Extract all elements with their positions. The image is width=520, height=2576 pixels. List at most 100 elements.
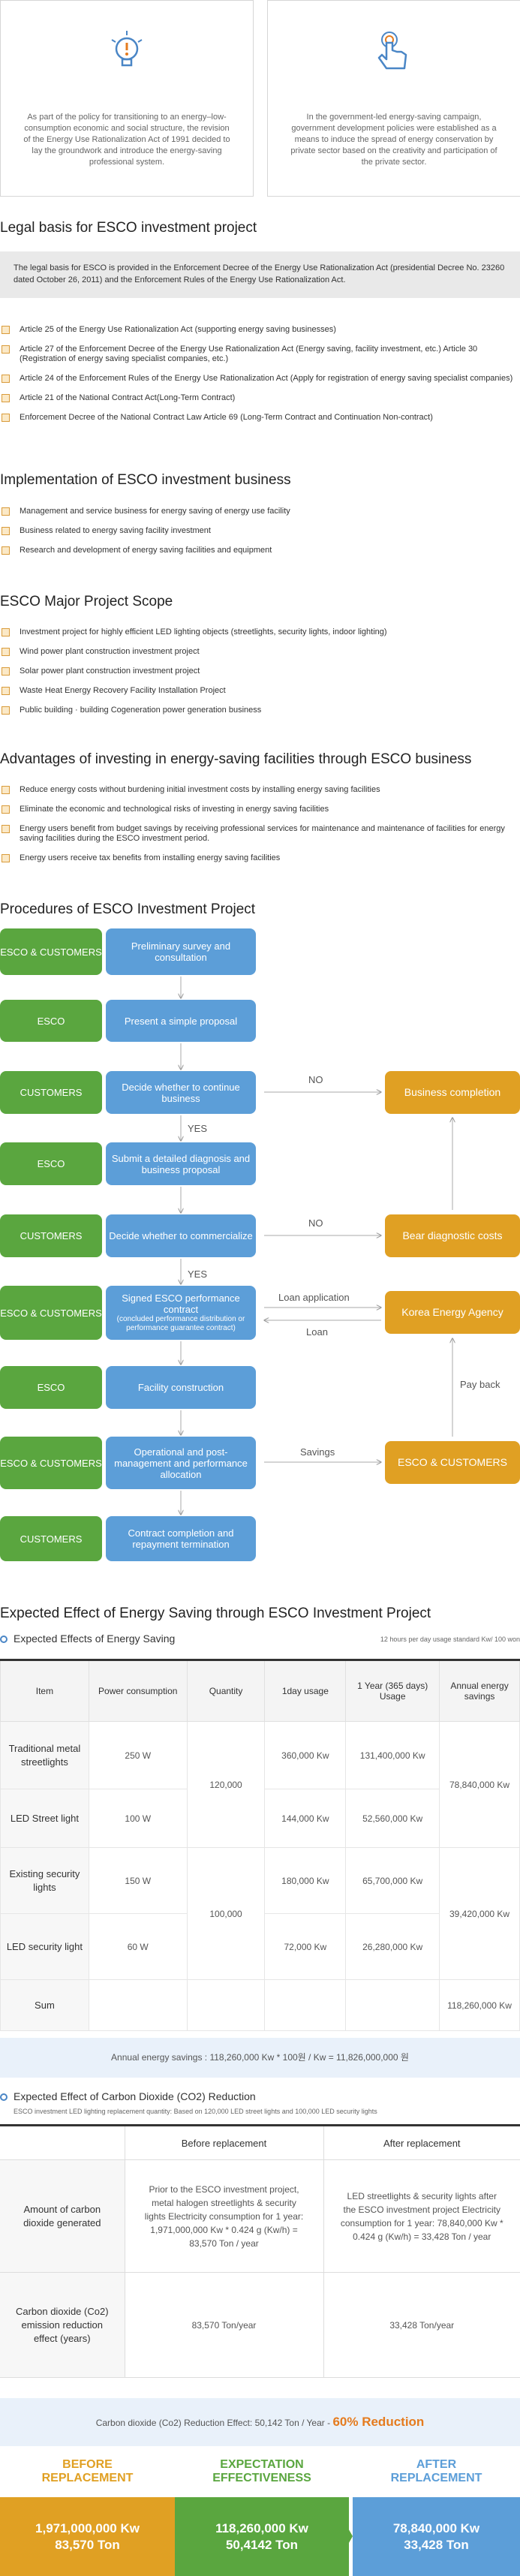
legal-box: The legal basis for ESCO is provided in …: [0, 251, 520, 298]
list-item: Business related to energy saving facili…: [0, 526, 520, 536]
list-item: Energy users receive tax benefits from i…: [0, 853, 520, 863]
flow-step-box: Decide whether to continue business: [106, 1071, 256, 1114]
list-item: Public building · building Cogeneration …: [0, 706, 520, 715]
hand-touch-icon: [377, 32, 407, 70]
bullet-icon: [2, 628, 10, 636]
bullet-icon: [2, 375, 10, 383]
list-item: Article 25 of the Energy Use Rationaliza…: [0, 325, 520, 335]
flow-step-label: Signed ESCO performance contract: [122, 1293, 240, 1315]
bullet-icon: [2, 326, 10, 334]
table-cell: 26,280,000 Kw: [345, 1913, 440, 1980]
legal-list: Article 25 of the Energy Use Rationaliza…: [0, 325, 520, 432]
table-cell: [88, 1979, 188, 2031]
flow-left-box: CUSTOMERS: [0, 1071, 102, 1114]
table-cell: Carbon dioxide (Co2) emission reduction …: [0, 2272, 125, 2378]
flow-step-box: Submit a detailed diagnosis and business…: [106, 1142, 256, 1185]
table-cell: 33,428 Ton/year: [323, 2272, 520, 2378]
list-item: Article 24 of the Enforcement Rules of t…: [0, 374, 520, 384]
table-cell: LED security light: [0, 1913, 89, 1980]
reduction-percent: 60% Reduction: [332, 2415, 425, 2429]
intro-text: As part of the policy for transitioning …: [23, 113, 230, 167]
table-cell: 39,420,000 Kw: [439, 1847, 520, 1980]
col-header: Annual energy savings: [439, 1659, 520, 1722]
reduction-band: Carbon dioxide (Co2) Reduction Effect: 5…: [0, 2398, 520, 2446]
table-cell: 78,840,000 Kw: [439, 1721, 520, 1848]
flow-step-box: Contract completion and repayment termin…: [106, 1516, 256, 1561]
table-cell: 360,000 Kw: [264, 1721, 347, 1789]
bullet-icon: [2, 345, 10, 354]
table-row: Carbon dioxide (Co2) emission reduction …: [0, 2272, 520, 2378]
bullet-icon: [2, 825, 10, 833]
table-row: Sum 118,260,000 Kw: [0, 1979, 520, 2031]
usage-standard-note: 12 hours per day usage standard Kw/ 100 …: [380, 1636, 520, 1643]
flow-label-yes: YES: [188, 1268, 208, 1280]
co2-note: ESCO investment LED lighting replacement…: [14, 2108, 377, 2115]
scope-list: Investment project for highly efficient …: [0, 627, 520, 725]
flow-left-box: ESCO & CUSTOMERS: [0, 1437, 102, 1489]
table-row: Amount of carbon dioxide generated Prior…: [0, 2159, 520, 2273]
table-cell: 250 W: [88, 1721, 188, 1789]
table-row: LED security light 60 W 72,000 Kw 26,280…: [0, 1913, 520, 1980]
flow-step-box: Operational and post-management and perf…: [106, 1437, 256, 1489]
lightbulb-icon: [111, 31, 143, 67]
table-cell: Amount of carbon dioxide generated: [0, 2159, 125, 2273]
flow-label-yes: YES: [188, 1123, 208, 1134]
summary-expectation: EXPECTATION EFFECTIVENESS 118,260,000 Kw…: [175, 2458, 349, 2576]
flow-step-box: Facility construction: [106, 1366, 256, 1409]
list-item: Article 21 of the National Contract Act(…: [0, 393, 520, 403]
flow-result-box: Bear diagnostic costs: [385, 1214, 520, 1257]
col-header: Power consumption: [88, 1659, 188, 1722]
table-cell: 52,560,000 Kw: [345, 1789, 440, 1848]
flow-left-box: ESCO: [0, 1366, 102, 1409]
summary-strip: BEFORE REPLACEMENT 1,971,000,000 Kw 83,5…: [0, 2458, 520, 2576]
flow-label-no: NO: [308, 1217, 323, 1229]
table-row: Traditional metal streetlights 250 W 120…: [0, 1721, 520, 1848]
table-cell: [264, 1979, 347, 2031]
bullet-icon: [2, 414, 10, 422]
table-row: LED Street light 100 W 144,000 Kw 52,560…: [0, 1789, 520, 1848]
flow-result-box: Korea Energy Agency: [385, 1291, 520, 1334]
table-cell: LED streetlights & security lights after…: [323, 2159, 520, 2273]
flow-step-sublabel: (concluded performance distribution or p…: [116, 1315, 245, 1332]
flow-label-loan: Loan: [306, 1326, 328, 1338]
list-item: Eliminate the economic and technological…: [0, 805, 520, 814]
bullet-icon: [2, 667, 10, 676]
table-cell: 118,260,000 Kw: [439, 1979, 520, 2031]
list-item: Article 27 of the Enforcement Decree of …: [0, 345, 520, 364]
section-title-effect: Expected Effect of Energy Saving through…: [0, 1605, 431, 1621]
subsection-title-co2: Expected Effect of Carbon Dioxide (CO2) …: [0, 2090, 256, 2102]
list-item: Research and development of energy savin…: [0, 546, 520, 555]
summary-after: AFTER REPLACEMENT 78,840,000 Kw 33,428 T…: [353, 2458, 520, 2576]
table-cell: Prior to the ESCO investment project, me…: [124, 2159, 323, 2273]
circle-bullet-icon: [0, 1636, 8, 1643]
flow-left-box: CUSTOMERS: [0, 1214, 102, 1257]
bullet-icon: [2, 854, 10, 862]
flow-result-box: ESCO & CUSTOMERS: [385, 1441, 520, 1484]
table-cell: Sum: [0, 1979, 89, 2031]
flow-label-loan-application: Loan application: [278, 1292, 350, 1303]
summary-expectation-values: 118,260,000 Kw 50,4142 Ton: [175, 2497, 349, 2576]
table-cell: 65,700,000 Kw: [345, 1847, 440, 1914]
intro-cards: As part of the policy for transitioning …: [0, 0, 520, 199]
intro-text: In the government-led energy-saving camp…: [290, 113, 497, 167]
list-item: Solar power plant construction investmen…: [0, 667, 520, 676]
list-item: Investment project for highly efficient …: [0, 627, 520, 637]
table-cell: 72,000 Kw: [264, 1913, 347, 1980]
table-cell: 60 W: [88, 1913, 188, 1980]
col-header: Item: [0, 1659, 89, 1722]
flow-label-savings: Savings: [300, 1446, 335, 1458]
table-cell: Existing security lights: [0, 1847, 89, 1914]
col-header: Quantity: [186, 1659, 266, 1722]
flow-step-box: Signed ESCO performance contract (conclu…: [106, 1286, 256, 1340]
intro-card: In the government-led energy-saving camp…: [267, 0, 520, 197]
adv-list: Reduce energy costs without burdening in…: [0, 785, 520, 873]
col-header: 1day usage: [264, 1659, 347, 1722]
bullet-icon: [2, 648, 10, 656]
col-header: 1 Year (365 days) Usage: [345, 1659, 440, 1722]
procedure-flow: ESCO & CUSTOMERS ESCO CUSTOMERS ESCO CUS…: [0, 928, 520, 1589]
col-header: [0, 2124, 125, 2160]
bullet-icon: [2, 805, 10, 814]
flow-step-box: Present a simple proposal: [106, 1000, 256, 1042]
table-cell: 131,400,000 Kw: [345, 1721, 440, 1789]
table-cell: 120,000: [186, 1721, 266, 1848]
